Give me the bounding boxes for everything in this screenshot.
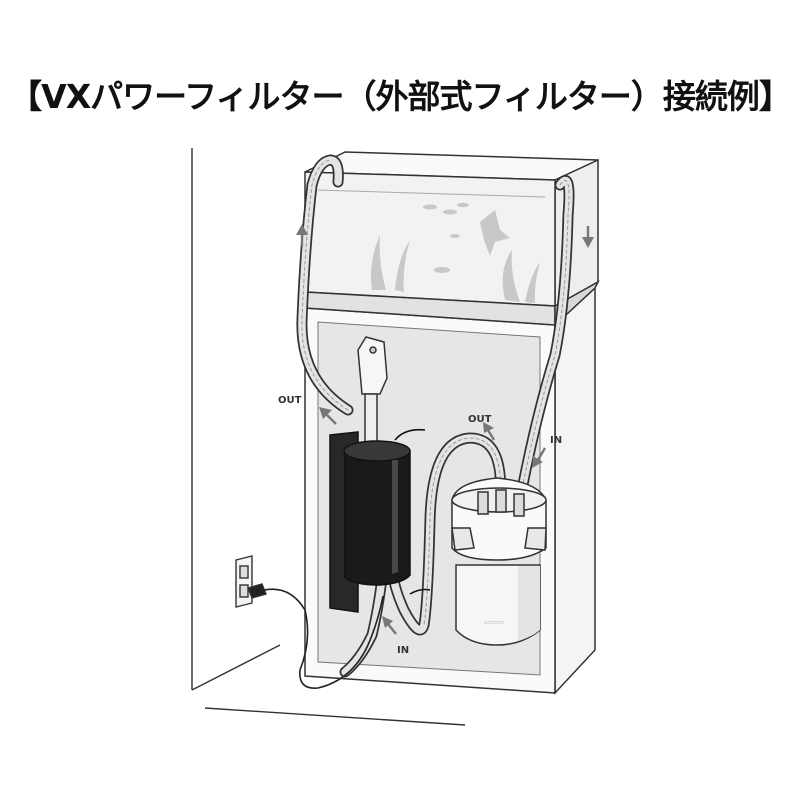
label-in-bottom: IN — [397, 645, 409, 656]
bracket-plate — [357, 336, 388, 395]
label-in-right: IN — [550, 435, 562, 446]
outlet-socket — [239, 584, 249, 598]
fish — [423, 204, 437, 210]
outlet-socket — [239, 565, 249, 579]
canister-body-shade — [518, 566, 540, 641]
floor-edge-line — [204, 707, 466, 726]
label-out-right: OUT — [468, 414, 492, 425]
aquarium-tank — [304, 151, 600, 327]
bracket-screw — [369, 346, 377, 354]
vx-power-filter — [329, 428, 431, 613]
arrow-out-left-icon — [319, 407, 337, 425]
hoses — [296, 154, 575, 678]
diagram-title: 【VXパワーフィルター（外部式フィルター）接続例】 — [9, 77, 792, 116]
canister-valve — [495, 489, 507, 513]
power-cable — [263, 588, 384, 689]
plant — [502, 250, 520, 302]
canister-clamp-right — [524, 527, 547, 551]
label-out-left: OUT — [278, 395, 302, 406]
flow-arrows — [296, 224, 594, 635]
fish — [480, 210, 510, 256]
bracket-pipe — [364, 393, 378, 447]
filter-bracket — [357, 336, 388, 447]
power-outlet-icon — [235, 555, 384, 689]
filter-cable — [409, 588, 431, 595]
canister-filter: ▭▭▭ — [451, 477, 547, 646]
plant — [371, 235, 386, 290]
fish — [443, 209, 457, 215]
arrow-in-right-icon — [532, 447, 547, 468]
filter-body — [344, 449, 411, 586]
power-plug — [247, 583, 267, 599]
canister-valve — [477, 491, 489, 515]
filter-highlight — [392, 460, 398, 574]
canister-logo: ▭▭▭ — [484, 618, 504, 626]
fish — [457, 202, 469, 208]
floor-line — [191, 644, 281, 691]
outlet-plate — [235, 555, 253, 608]
tank-water-line — [317, 189, 546, 198]
arrow-down-icon — [582, 226, 594, 248]
arrow-in-bottom-icon — [382, 616, 397, 635]
canister-valve — [513, 493, 525, 517]
plant — [395, 240, 410, 292]
tank-front — [304, 171, 556, 307]
plant — [525, 262, 540, 303]
arrow-up-icon — [296, 224, 308, 246]
filter-cable — [394, 428, 426, 441]
arrow-out-right-icon — [483, 422, 496, 441]
tank-decor — [371, 202, 540, 303]
filter-top-cap — [343, 440, 411, 462]
fish — [450, 234, 460, 238]
canister-clamp-left — [451, 527, 475, 551]
fish — [434, 267, 450, 273]
room — [191, 148, 466, 726]
